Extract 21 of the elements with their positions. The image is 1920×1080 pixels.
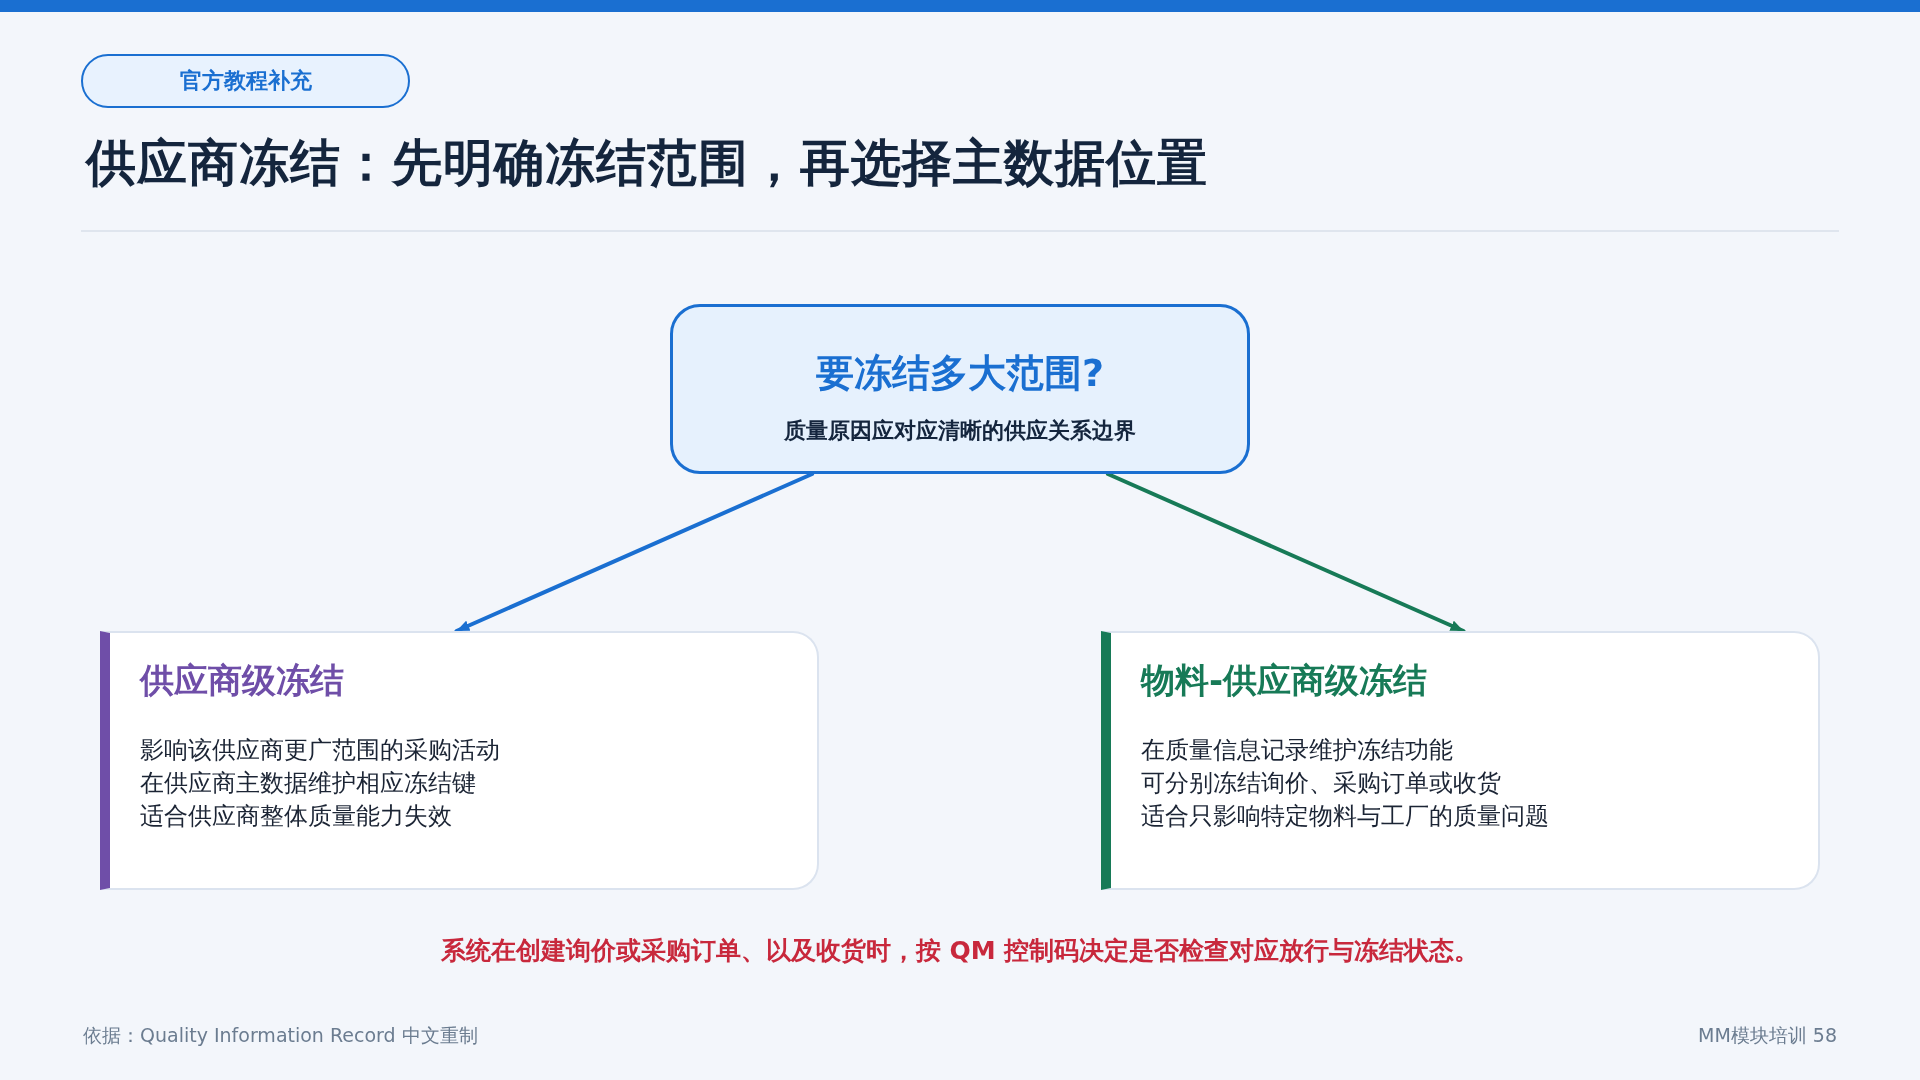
note-text: 系统在创建询价或采购订单、以及收货时，按 QM 控制码决定是否检查对应放行与冻结状态。 (440, 935, 1480, 967)
card-text: 可分别冻结询价、采购订单或收货 (1141, 768, 1501, 799)
question-box (670, 304, 1250, 474)
question-subtitle: 质量原因应对应清晰的供应关系边界 (784, 417, 1136, 445)
tag-pill (81, 54, 410, 108)
arrow (454, 472, 815, 633)
card-text: 在质量信息记录维护冻结功能 (1141, 735, 1453, 766)
card-text: 影响该供应商更广范围的采购活动 (140, 735, 500, 766)
info-card (1101, 631, 1820, 890)
card-text: 适合只影响特定物料与工厂的质量问题 (1141, 801, 1549, 832)
footer-page-info: MM模块培训 58 (1698, 1023, 1837, 1048)
card-heading: 供应商级冻结 (140, 659, 344, 702)
card-text: 适合供应商整体质量能力失效 (140, 801, 452, 832)
card-heading: 物料-供应商级冻结 (1141, 659, 1428, 702)
question-heading: 要冻结多大范围? (815, 350, 1104, 397)
card-text: 在供应商主数据维护相应冻结键 (140, 768, 476, 799)
info-card (100, 631, 819, 890)
arrow (1105, 472, 1466, 633)
slide-title: 供应商冻结：先明确冻结范围，再选择主数据位置 (86, 133, 1208, 193)
tag-text: 官方教程补充 (179, 67, 312, 95)
footer-source: 依据：Quality Information Record 中文重制 (83, 1023, 478, 1048)
